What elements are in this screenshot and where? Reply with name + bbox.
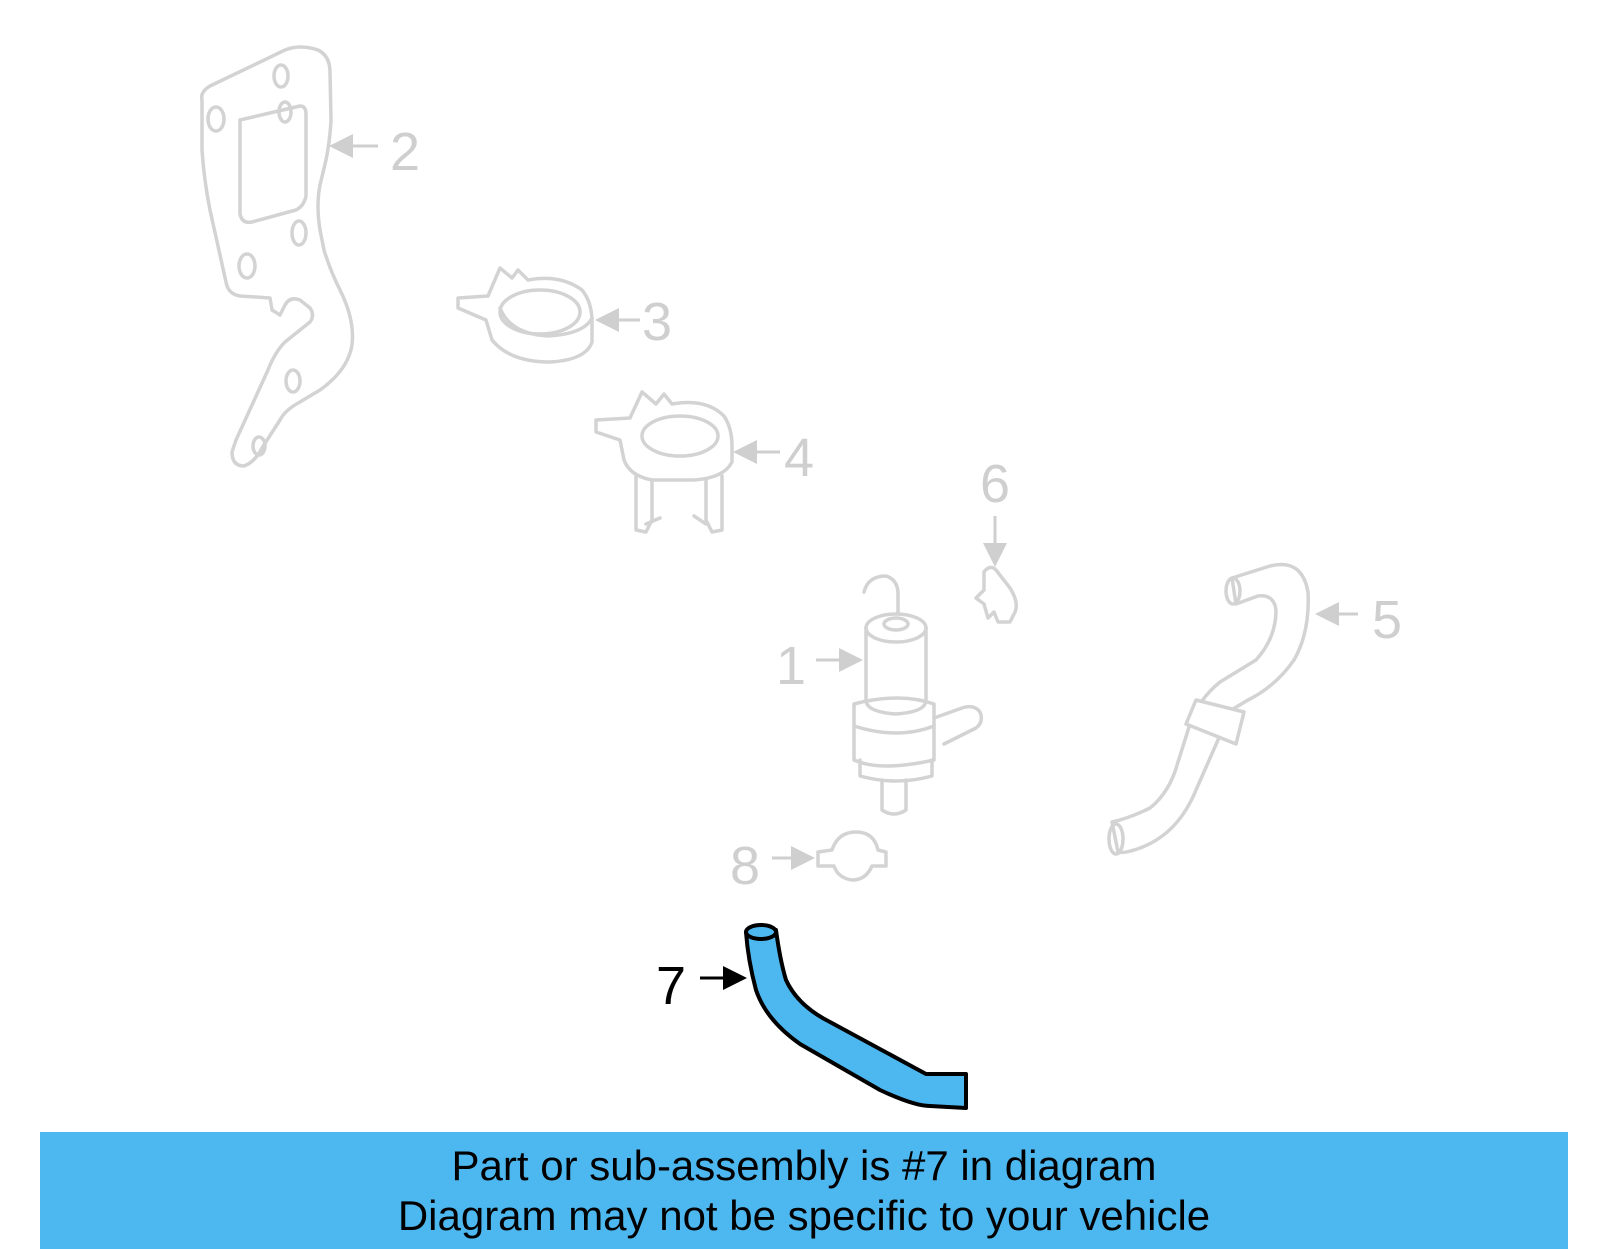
svg-text:2: 2: [390, 122, 420, 182]
part-3-mount: [456, 266, 594, 364]
part-6-clip: [974, 565, 1018, 624]
callout-6: 6: [980, 454, 1010, 567]
banner-line-disclaimer: Diagram may not be specific to your vehi…: [397, 1191, 1211, 1239]
svg-text:5: 5: [1372, 590, 1402, 650]
callout-7[interactable]: 7: [656, 956, 747, 1016]
callout-2: 2: [329, 122, 420, 182]
banner-line-part: Part or sub-assembly is #7 in diagram: [451, 1141, 1157, 1189]
part-5-hose: [1107, 562, 1310, 856]
callout-1: 1: [776, 636, 863, 696]
part-7-hose-highlighted: [744, 923, 968, 1110]
svg-text:8: 8: [730, 836, 760, 896]
svg-text:1: 1: [776, 636, 806, 696]
svg-text:7: 7: [656, 956, 686, 1016]
callout-5: 5: [1315, 590, 1402, 650]
part-1-valve: [852, 574, 984, 816]
info-banner: Part or sub-assembly is #7 in diagram Di…: [40, 1132, 1568, 1249]
callout-4: 4: [733, 428, 814, 488]
svg-text:6: 6: [980, 454, 1010, 514]
part-8-grommet: [816, 830, 888, 882]
callout-8: 8: [730, 836, 815, 896]
callout-3: 3: [595, 292, 672, 352]
part-2-bracket: [199, 45, 355, 468]
svg-text:3: 3: [642, 292, 672, 352]
part-4-clip-mount: [594, 390, 734, 534]
svg-text:4: 4: [784, 428, 814, 488]
